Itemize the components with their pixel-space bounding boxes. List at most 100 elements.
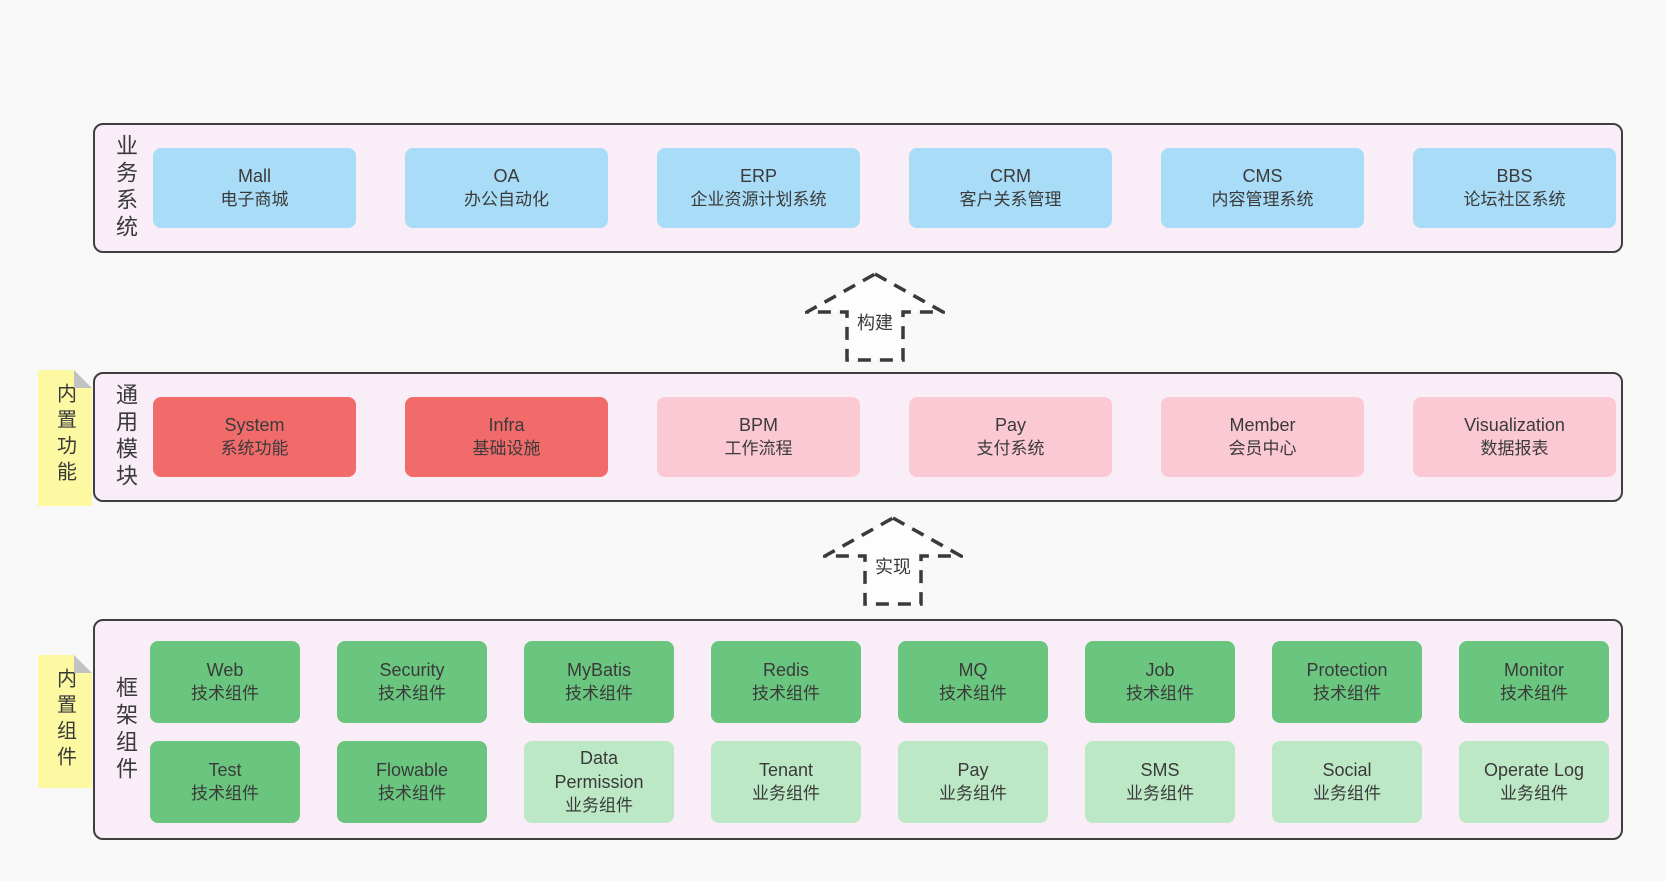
box-mq: MQ 技术组件 — [898, 641, 1048, 723]
box-subtitle: 电子商城 — [220, 189, 289, 209]
box-data-permission: Data Permission 业务组件 — [524, 741, 674, 823]
box-title: System — [224, 414, 285, 435]
modules-box-row: System 系统功能 Infra 基础设施 BPM 工作流程 Pay 支付系统… — [153, 397, 1616, 477]
box-title: Flowable — [375, 759, 449, 780]
box-visualization: Visualization 数据报表 — [1413, 397, 1616, 477]
box-subtitle: 业务组件 — [1313, 783, 1381, 803]
box-title: Visualization — [1464, 414, 1565, 435]
framework-box-row-2: Test 技术组件 Flowable 技术组件 Data Permission … — [150, 741, 1609, 823]
box-redis: Redis 技术组件 — [711, 641, 861, 723]
box-title: Infra — [488, 414, 525, 435]
box-title: Data Permission — [554, 748, 644, 792]
box-title: Test — [208, 759, 242, 780]
box-subtitle: 系统功能 — [220, 438, 289, 458]
box-subtitle: 会员中心 — [1228, 438, 1297, 458]
box-title: Security — [379, 659, 445, 680]
arrow-implement-label: 实现 — [872, 553, 914, 579]
box-subtitle: 工作流程 — [724, 438, 793, 458]
box-title: Operate Log — [1483, 759, 1585, 780]
framework-box-row-1: Web 技术组件 Security 技术组件 MyBatis 技术组件 Redi… — [150, 641, 1609, 723]
layer-label-business-systems: 业务系统 — [113, 134, 138, 242]
box-title: Monitor — [1503, 659, 1565, 680]
box-title: Social — [1322, 759, 1372, 780]
sticky-note-label: 内置功能 — [53, 383, 76, 487]
box-test: Test 技术组件 — [150, 741, 300, 823]
box-bpm: BPM 工作流程 — [657, 397, 860, 477]
box-subtitle: 客户关系管理 — [959, 189, 1062, 209]
box-subtitle: 办公自动化 — [464, 189, 549, 209]
box-title: Protection — [1306, 659, 1388, 680]
box-mall: Mall 电子商城 — [153, 148, 356, 228]
box-title: CRM — [990, 165, 1031, 186]
box-social: Social 业务组件 — [1272, 741, 1422, 823]
sticky-note-label: 内置组件 — [53, 668, 76, 772]
box-flowable: Flowable 技术组件 — [337, 741, 487, 823]
layer-label-framework-components: 框架组件 — [113, 675, 138, 784]
box-tenant: Tenant 业务组件 — [711, 741, 861, 823]
box-subtitle: 数据报表 — [1480, 438, 1549, 458]
box-system: System 系统功能 — [153, 397, 356, 477]
box-subtitle: 技术组件 — [378, 783, 446, 803]
box-subtitle: 企业资源计划系统 — [690, 189, 827, 209]
layer-common-modules: 通用模块 System 系统功能 Infra 基础设施 BPM 工作流程 Pay… — [93, 372, 1623, 502]
box-web: Web 技术组件 — [150, 641, 300, 723]
box-subtitle: 内容管理系统 — [1211, 189, 1314, 209]
box-subtitle: 技术组件 — [1500, 683, 1568, 703]
box-subtitle: 技术组件 — [1126, 683, 1194, 703]
box-monitor: Monitor 技术组件 — [1459, 641, 1609, 723]
box-title: Tenant — [758, 759, 814, 780]
box-subtitle: 技术组件 — [939, 683, 1007, 703]
box-subtitle: 支付系统 — [976, 438, 1045, 458]
sticky-note-built-in-components: 内置组件 — [38, 655, 92, 788]
box-subtitle: 技术组件 — [191, 683, 259, 703]
box-erp: ERP 企业资源计划系统 — [657, 148, 860, 228]
box-title: BBS — [1496, 165, 1533, 186]
business-box-row: Mall 电子商城 OA 办公自动化 ERP 企业资源计划系统 CRM 客户关系… — [153, 148, 1616, 228]
box-title: MQ — [958, 659, 988, 680]
box-title: CMS — [1242, 165, 1283, 186]
box-bbs: BBS 论坛社区系统 — [1413, 148, 1616, 228]
box-subtitle: 技术组件 — [565, 683, 633, 703]
box-title: Web — [206, 659, 244, 680]
layer-framework-components: 框架组件 Web 技术组件 Security 技术组件 MyBatis 技术组件… — [93, 619, 1623, 840]
box-title: ERP — [739, 165, 777, 186]
box-operate-log: Operate Log 业务组件 — [1459, 741, 1609, 823]
box-subtitle: 技术组件 — [1313, 683, 1381, 703]
box-sms: SMS 业务组件 — [1085, 741, 1235, 823]
sticky-note-built-in-features: 内置功能 — [38, 370, 92, 506]
box-subtitle: 业务组件 — [1126, 783, 1194, 803]
box-subtitle: 基础设施 — [472, 438, 541, 458]
arrow-build: 构建 — [805, 272, 945, 362]
box-infra: Infra 基础设施 — [405, 397, 608, 477]
box-title: SMS — [1140, 759, 1180, 780]
box-subtitle: 论坛社区系统 — [1463, 189, 1566, 209]
box-subtitle: 技术组件 — [752, 683, 820, 703]
box-mybatis: MyBatis 技术组件 — [524, 641, 674, 723]
box-subtitle: 业务组件 — [752, 783, 820, 803]
box-crm: CRM 客户关系管理 — [909, 148, 1112, 228]
box-pay: Pay 支付系统 — [909, 397, 1112, 477]
box-title: MyBatis — [566, 659, 631, 680]
box-title: Pay — [957, 759, 989, 780]
folded-corner-icon — [74, 655, 92, 673]
box-job: Job 技术组件 — [1085, 641, 1235, 723]
box-title: Redis — [762, 659, 810, 680]
box-protection: Protection 技术组件 — [1272, 641, 1422, 723]
arrow-build-label: 构建 — [854, 309, 896, 335]
box-subtitle: 业务组件 — [565, 795, 633, 815]
arrow-implement: 实现 — [823, 516, 963, 606]
box-title: BPM — [738, 414, 778, 435]
box-cms: CMS 内容管理系统 — [1161, 148, 1364, 228]
box-subtitle: 技术组件 — [191, 783, 259, 803]
box-title: Member — [1229, 414, 1296, 435]
folded-corner-icon — [74, 370, 92, 388]
box-member: Member 会员中心 — [1161, 397, 1364, 477]
box-security: Security 技术组件 — [337, 641, 487, 723]
box-title: Mall — [237, 165, 271, 186]
layer-business-systems: 业务系统 Mall 电子商城 OA 办公自动化 ERP 企业资源计划系统 CRM… — [93, 123, 1623, 253]
box-subtitle: 业务组件 — [1500, 783, 1568, 803]
box-title: Job — [1145, 659, 1175, 680]
box-subtitle: 技术组件 — [378, 683, 446, 703]
box-title: OA — [493, 165, 520, 186]
